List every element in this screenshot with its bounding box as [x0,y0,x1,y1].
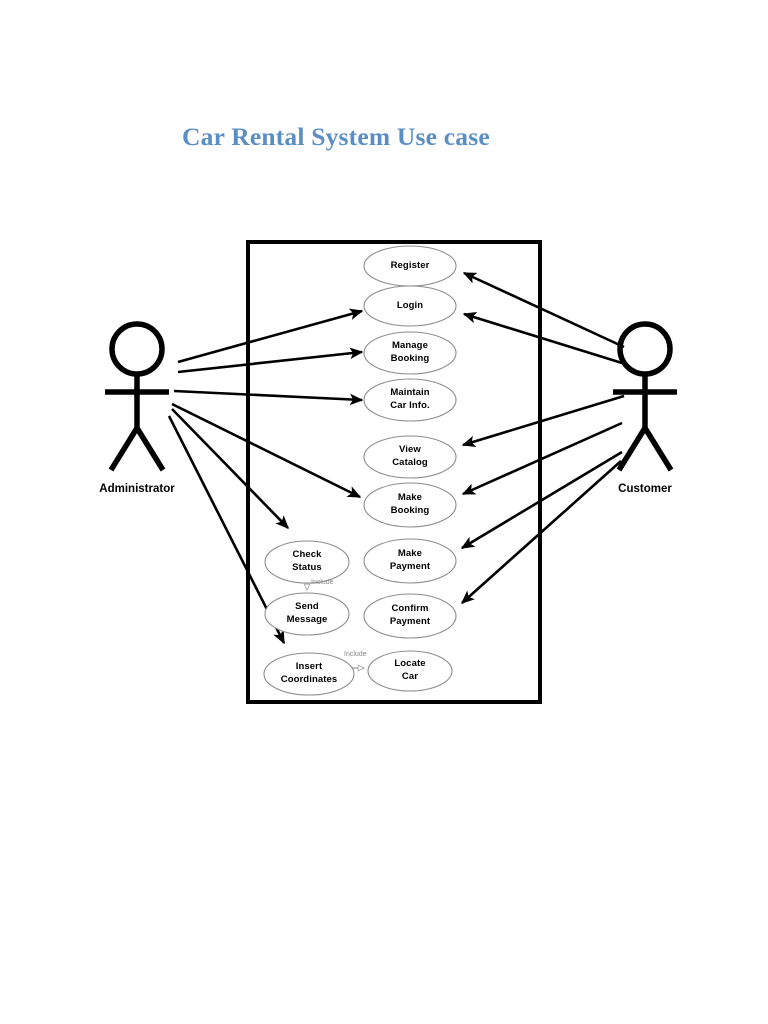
actor-label-customer: Customer [618,483,672,495]
actor-left-leg-icon [108,426,140,472]
actor-customer[interactable] [613,321,677,472]
system-boundary-box [246,240,542,704]
assoc-admin-login[interactable] [177,308,364,364]
use-case-make-payment[interactable] [363,538,457,584]
use-case-make-booking[interactable] [363,482,457,528]
include-label-insert-coordinates-locate-car: Include [344,651,367,658]
assoc-customer-confirm-payment[interactable] [460,460,622,604]
associations-customer [460,271,625,604]
actor-head-icon [109,321,165,377]
use-case-manage-booking[interactable] [363,331,457,375]
use-case-maintain-car-info[interactable] [363,378,457,422]
use-case-send-message[interactable] [264,592,350,636]
use-case-view-catalog[interactable] [363,435,457,479]
use-case-register[interactable] [363,245,457,287]
use-case-login[interactable] [363,285,457,327]
actor-label-administrator: Administrator [99,483,175,495]
associations-administrator [167,308,364,645]
assoc-admin-make-booking[interactable] [171,402,362,499]
use-case-insert-coordinates[interactable] [263,652,355,696]
use-case-locate-car[interactable] [367,650,453,692]
include-relationships [307,583,364,668]
assoc-admin-maintain-car-info[interactable] [173,389,364,406]
actor-administrator[interactable] [105,321,169,472]
assoc-admin-manage-booking[interactable] [177,347,364,374]
actor-right-leg-icon [642,426,674,472]
include-label-check-status-send-message: Include [311,579,334,586]
assoc-customer-register[interactable] [462,271,625,349]
actor-right-leg-icon [134,426,166,472]
use-case-ellipses [263,245,457,696]
assoc-admin-check-status[interactable] [171,408,289,529]
actor-head-icon [617,321,673,377]
use-case-confirm-payment[interactable] [363,593,457,639]
assoc-customer-login[interactable] [462,312,623,365]
actor-left-leg-icon [616,426,648,472]
use-case-check-status[interactable] [264,540,350,584]
assoc-customer-view-catalog[interactable] [461,394,625,448]
page-title: Car Rental System Use case [182,122,490,151]
assoc-customer-make-booking[interactable] [461,421,623,496]
assoc-admin-insert-coordinates[interactable] [167,415,286,645]
assoc-customer-make-payment[interactable] [460,450,623,550]
